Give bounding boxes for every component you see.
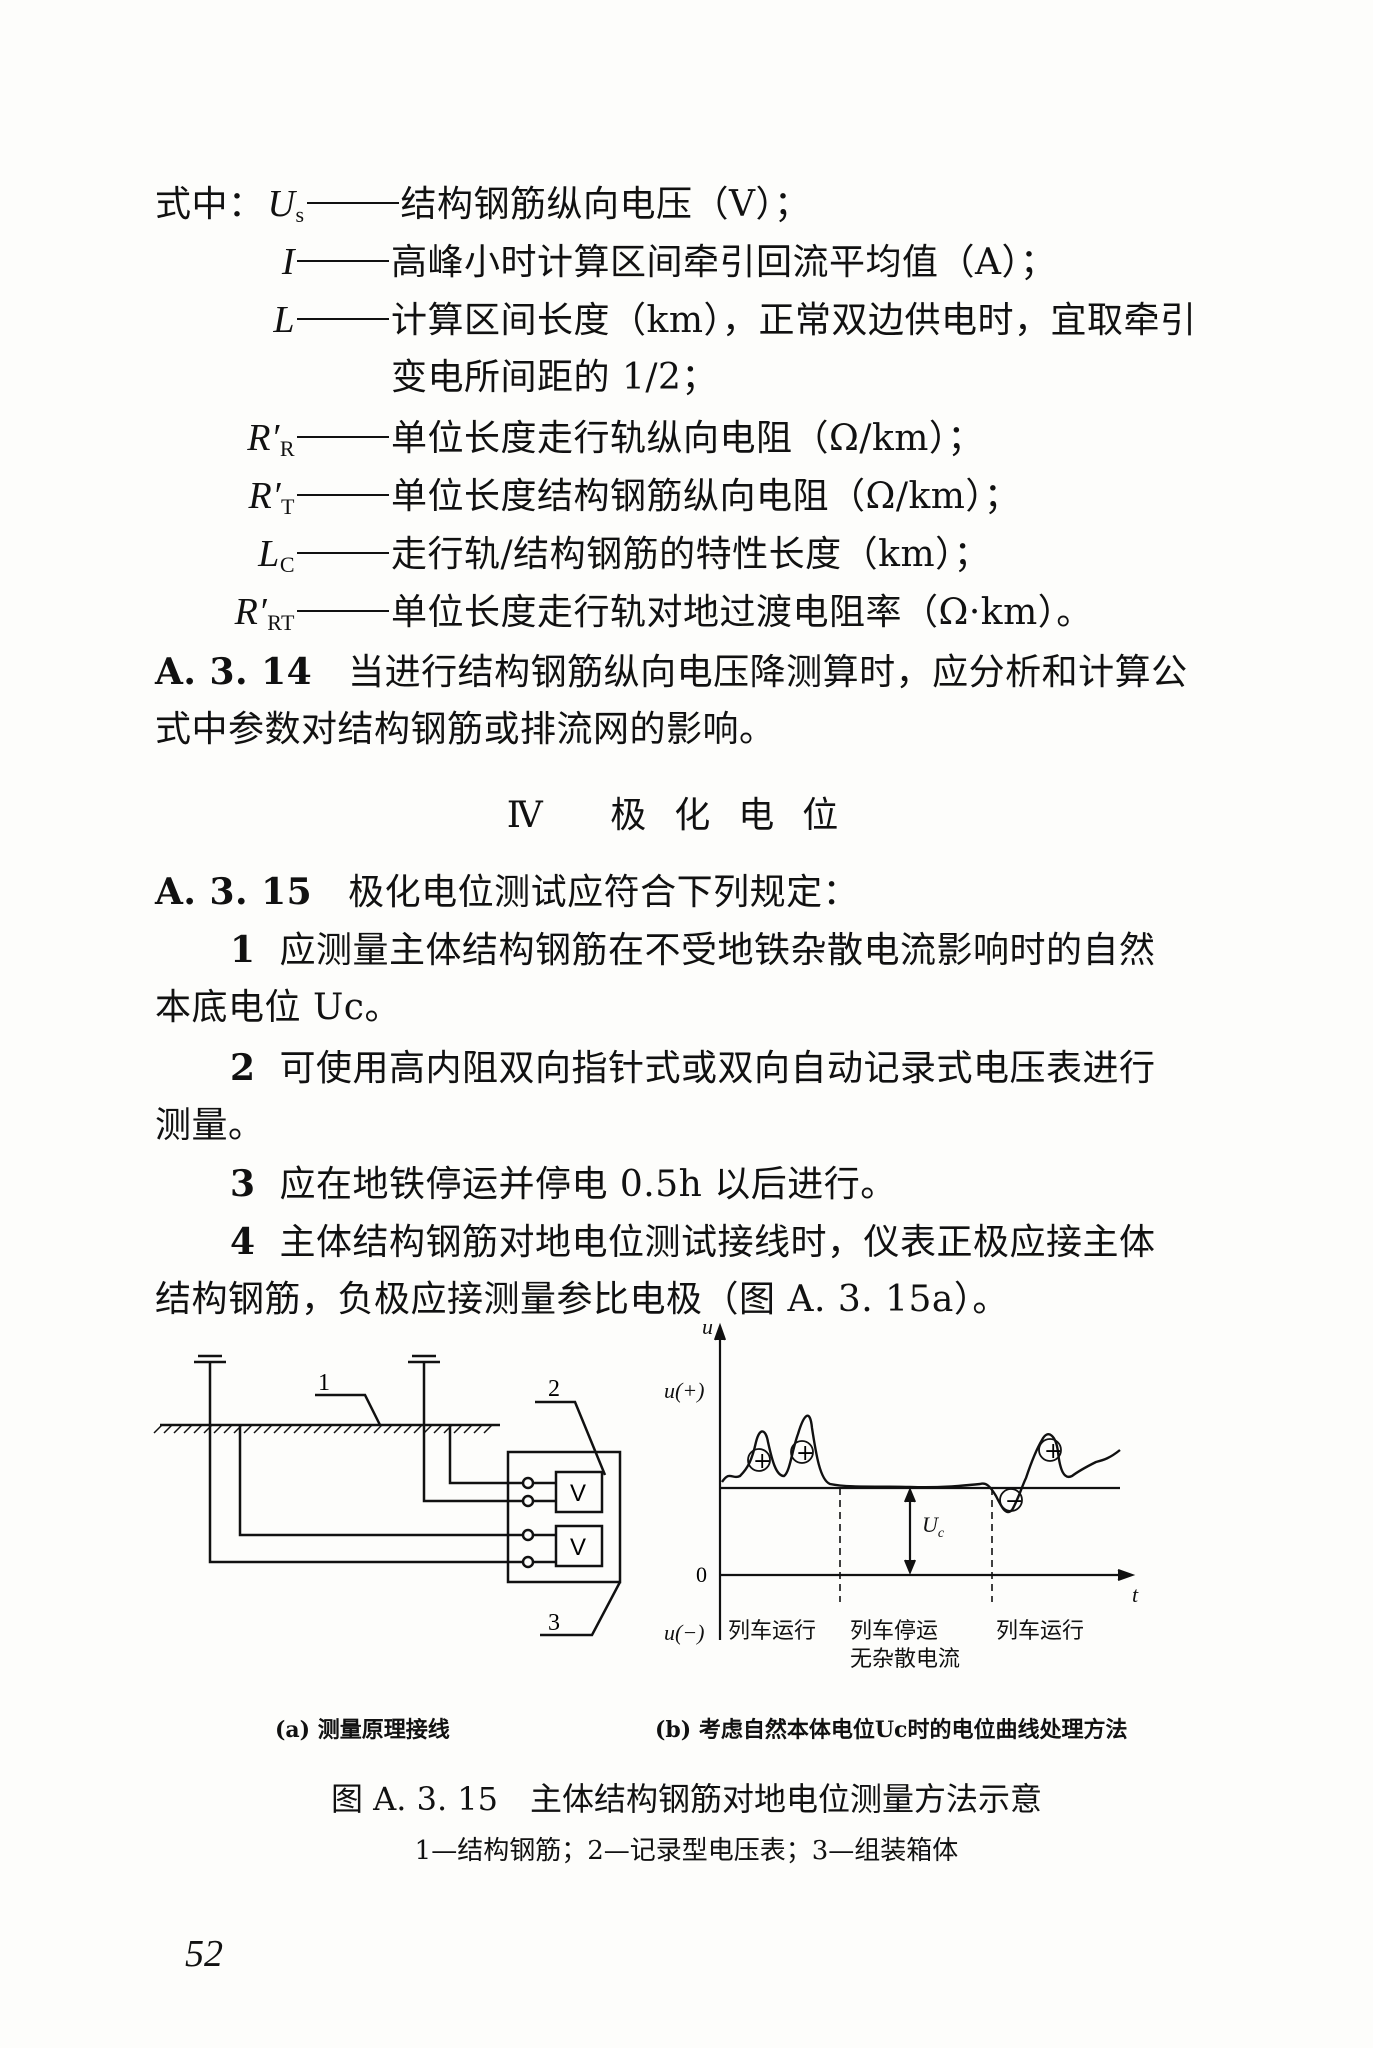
potential-curve-chart: + + − + u u(+) u(−) t Uc 0 列车运行 列车停运 列车运… xyxy=(664,1314,1139,1670)
section-title: Ⅳ 极化电位 xyxy=(506,795,867,836)
symbol-line-rr: R′R 单位长度走行轨纵向电阻（Ω/km）； xyxy=(155,414,984,473)
symbol-desc: 结构钢筋纵向电压（V）； xyxy=(400,184,811,225)
item-2-line2: 测量。 xyxy=(155,1105,265,1146)
plus-sign: + xyxy=(753,1449,771,1474)
clause-number: A. 3. 14 xyxy=(155,651,313,693)
plus-sign: + xyxy=(1044,1439,1062,1464)
symbol-line-rt: R′T 单位长度结构钢筋纵向电阻（Ω/km）； xyxy=(155,472,1020,531)
symbol-desc: 单位长度走行轨纵向电阻（Ω/km）； xyxy=(391,418,984,459)
symbol-desc: 单位长度走行轨对地过渡电阻率（Ω·km）。 xyxy=(391,592,1093,633)
figure-title: 图 A. 3. 15 主体结构钢筋对地电位测量方法示意 xyxy=(330,1780,1043,1818)
clause-number: A. 3. 15 xyxy=(155,871,313,913)
symbol: R′R xyxy=(247,417,295,461)
clause-a3-15-heading: A. 3. 15 极化电位测试应符合下列规定： xyxy=(155,871,860,913)
wiring-diagram: 1 2 3 V V xyxy=(153,1354,622,1637)
symbol: R′T xyxy=(248,475,295,519)
label-1: 1 xyxy=(318,1370,330,1396)
symbol: LC xyxy=(258,533,295,577)
item-4-line1: 4 主体结构钢筋对地电位测试接线时，仪表正极应接主体 xyxy=(230,1221,1156,1263)
caption-b: (b) 考虑自然本体电位Uc时的电位曲线处理方法 xyxy=(655,1717,1128,1743)
clause-a3-14-line2: 式中参数对结构钢筋或排流网的影响。 xyxy=(155,709,776,750)
item-1-line2: 本底电位 Uc。 xyxy=(155,987,401,1028)
symbol: R′RT xyxy=(234,591,295,635)
clause-a3-14-line1: A. 3. 14 当进行结构钢筋纵向电压降测算时，应分析和计算公 xyxy=(155,651,1188,693)
symbol-line-rrt: R′RT 单位长度走行轨对地过渡电阻率（Ω·km）。 xyxy=(155,588,1093,647)
symbol-line-us: 式中：Us 结构钢筋纵向电压（V）； xyxy=(155,180,811,239)
symbol: Us xyxy=(267,183,305,227)
item-3-line1: 3 应在地铁停运并停电 0.5h 以后进行。 xyxy=(230,1163,897,1205)
page-number: 52 xyxy=(185,1933,223,1975)
item-1-line1: 1 应测量主体结构钢筋在不受地铁杂散电流影响时的自然 xyxy=(230,929,1156,971)
symbol: I xyxy=(281,241,295,283)
voltmeter-label: V xyxy=(570,1534,586,1561)
caption-a: (a) 测量原理接线 xyxy=(275,1717,450,1743)
segment-label-1: 列车运行 xyxy=(728,1619,816,1644)
item-2-line1: 2 可使用高内阻双向指针式或双向自动记录式电压表进行 xyxy=(230,1047,1156,1089)
symbol-desc: 走行轨/结构钢筋的特性长度（km）； xyxy=(391,534,991,575)
t-axis-label: t xyxy=(1132,1582,1139,1607)
u-negative-label: u(−) xyxy=(664,1620,705,1645)
symbol-desc: 单位长度结构钢筋纵向电阻（Ω/km）； xyxy=(391,476,1021,517)
label-3: 3 xyxy=(548,1610,560,1636)
symbol-line-i: I 高峰小时计算区间牵引回流平均值（A）； xyxy=(155,238,1057,287)
symbol-line-lc: LC 走行轨/结构钢筋的特性长度（km）； xyxy=(155,530,990,589)
symbol-intro: 式中： xyxy=(155,184,265,225)
item-4-line2: 结构钢筋，负极应接测量参比电极（图 A. 3. 15a）。 xyxy=(155,1279,1009,1320)
voltmeter-label: V xyxy=(570,1480,586,1507)
figure-legend: 1—结构钢筋；2—记录型电压表；3—组装箱体 xyxy=(414,1836,959,1866)
u-positive-label: u(+) xyxy=(664,1378,705,1403)
segment-note: 无杂散电流 xyxy=(850,1647,960,1670)
uc-label: Uc xyxy=(922,1512,945,1541)
segment-label-2: 列车停运 xyxy=(850,1619,938,1644)
symbol-desc: 高峰小时计算区间牵引回流平均值（A）； xyxy=(391,242,1057,283)
symbol-continuation: 变电所间距的 1/2； xyxy=(391,357,718,398)
plus-sign: + xyxy=(796,1441,814,1466)
segment-label-3: 列车运行 xyxy=(996,1619,1084,1644)
minus-sign: − xyxy=(1005,1489,1023,1514)
u-axis-label: u xyxy=(702,1314,713,1339)
symbol: L xyxy=(273,299,295,341)
symbol-desc: 计算区间长度（km），正常双边供电时，宜取牵引 xyxy=(391,300,1197,341)
symbol-line-l: L 计算区间长度（km），正常双边供电时，宜取牵引 xyxy=(155,296,1196,345)
label-2: 2 xyxy=(548,1376,560,1402)
zero-label: 0 xyxy=(696,1562,707,1587)
